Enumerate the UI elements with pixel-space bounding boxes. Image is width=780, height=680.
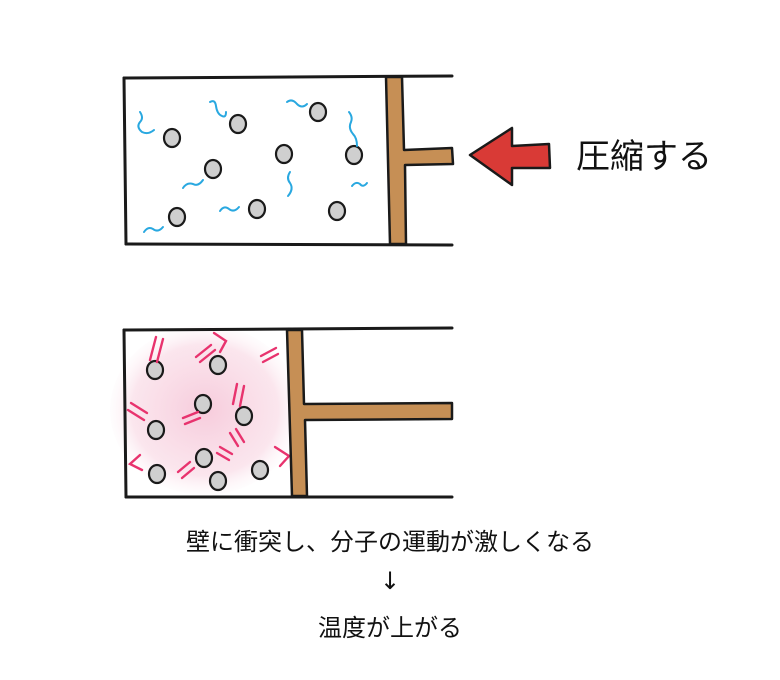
motion-line (127, 453, 144, 472)
gas-molecule (162, 127, 182, 149)
top-motion-lines (137, 99, 368, 233)
gas-molecule (167, 206, 187, 228)
gas-molecule (308, 101, 328, 123)
gas-molecule (208, 354, 228, 376)
motion-line (215, 451, 231, 462)
motion-line (209, 100, 227, 118)
motion-line (194, 343, 213, 359)
caption-collision-text: 壁に衝突し、分子の運動が激しくなる (186, 528, 594, 556)
gas-molecule (327, 200, 347, 222)
motion-line (181, 410, 200, 420)
motion-line (212, 331, 228, 354)
gas-molecule (274, 143, 294, 165)
motion-line (234, 427, 246, 444)
motion-line (287, 171, 293, 197)
motion-line (228, 431, 240, 448)
motion-line (143, 226, 164, 233)
compress-arrow-icon (468, 126, 552, 187)
motion-line (219, 206, 240, 212)
motion-line (238, 384, 246, 408)
motion-line (180, 466, 196, 480)
bottom-motion-lines (126, 331, 291, 480)
gas-molecule (344, 144, 364, 166)
motion-line (348, 111, 358, 147)
gas-molecule (208, 470, 228, 492)
motion-line (218, 445, 234, 456)
motion-line (231, 382, 239, 406)
motion-line (129, 401, 149, 415)
motion-line (351, 181, 368, 187)
gas-molecule (193, 393, 213, 415)
gas-molecule (145, 359, 165, 381)
motion-line (183, 416, 202, 426)
down-arrow-icon: ↓ (379, 567, 401, 595)
gas-molecule (250, 459, 270, 481)
motion-line (273, 445, 291, 468)
caption-temperature-text: 温度が上がる (318, 614, 462, 642)
top-piston (384, 75, 455, 246)
motion-line (155, 337, 165, 364)
motion-line (148, 335, 158, 362)
motion-line (198, 348, 217, 364)
motion-line (176, 460, 192, 474)
gas-molecule (234, 405, 254, 427)
gas-molecule (146, 419, 166, 441)
motion-line (261, 352, 280, 364)
motion-line (126, 408, 146, 422)
motion-line (137, 111, 155, 135)
bottom-piston (285, 328, 454, 498)
bottom-gas-molecules (145, 354, 270, 492)
gas-molecule (247, 198, 267, 220)
gas-molecule (203, 158, 223, 180)
gas-molecule (147, 463, 167, 485)
motion-line (286, 99, 308, 108)
gas-molecule (194, 447, 214, 469)
motion-line (182, 179, 204, 189)
top-gas-molecules (162, 101, 364, 228)
gas-molecule (228, 113, 248, 135)
motion-line (259, 346, 278, 358)
compress-label: 圧縮する (576, 137, 712, 177)
